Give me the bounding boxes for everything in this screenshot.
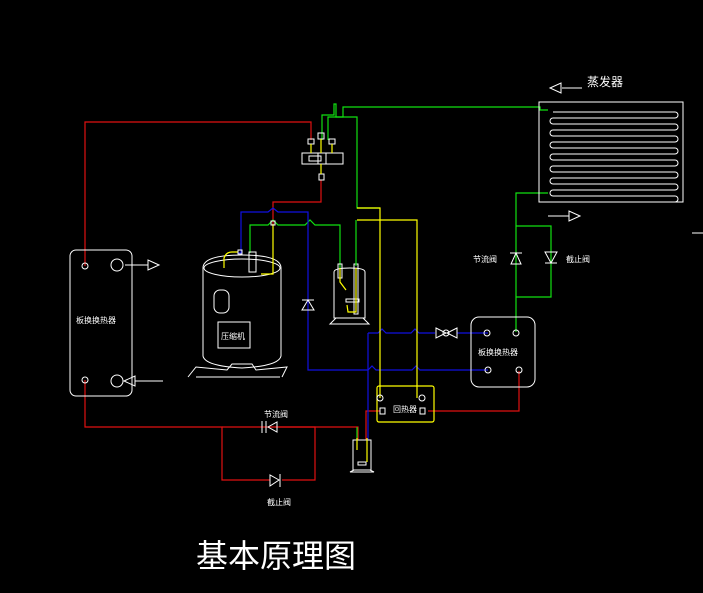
four-way-valve (301, 132, 344, 181)
gas-liquid-separator (328, 220, 371, 325)
stop-valve-right-label: 截止阀 (566, 254, 590, 264)
stop-valve-bottom-label: 截止阀 (267, 497, 291, 507)
liquid-receiver (349, 438, 375, 473)
diagram-title: 基本原理图 (196, 537, 356, 575)
plate-hx-right-label: 板换换热器 (478, 347, 518, 357)
discharge-lines (84, 121, 520, 481)
stop-valve-right: 截止阀 (544, 251, 590, 265)
throttle-valve-right-label: 节流阀 (473, 254, 497, 264)
throttle-valve-bottom: 节流阀 (261, 409, 288, 433)
evaporator: 蒸发器 (538, 74, 684, 222)
compressor-label: 压缩机 (221, 331, 245, 341)
evaporator-inlet-arrow-icon (548, 82, 582, 94)
solenoid-valve-icon (435, 327, 458, 339)
plate-heat-exchanger-right: 板换换热器 (470, 316, 536, 388)
aux-lines (357, 207, 435, 423)
plate-hx-left-label: 板换换热器 (76, 315, 116, 325)
regenerator-label: 回热器 (393, 404, 417, 414)
evaporator-label: 蒸发器 (587, 74, 623, 89)
stop-valve-bottom: 截止阀 (267, 474, 291, 507)
compressor: 压缩机 (187, 220, 288, 378)
suction-lines (249, 103, 552, 440)
throttle-valve-right: 节流阀 (473, 251, 522, 265)
plate-heat-exchanger-left: 板换换热器 (69, 249, 163, 397)
outlet-arrow-icon (125, 259, 161, 271)
regenerator: 回热器 (376, 394, 426, 415)
evaporator-outlet-arrow-icon (548, 210, 582, 222)
check-valve-icon (301, 299, 315, 311)
throttle-valve-bottom-label: 节流阀 (264, 409, 288, 419)
inlet-arrow-icon (122, 375, 163, 387)
